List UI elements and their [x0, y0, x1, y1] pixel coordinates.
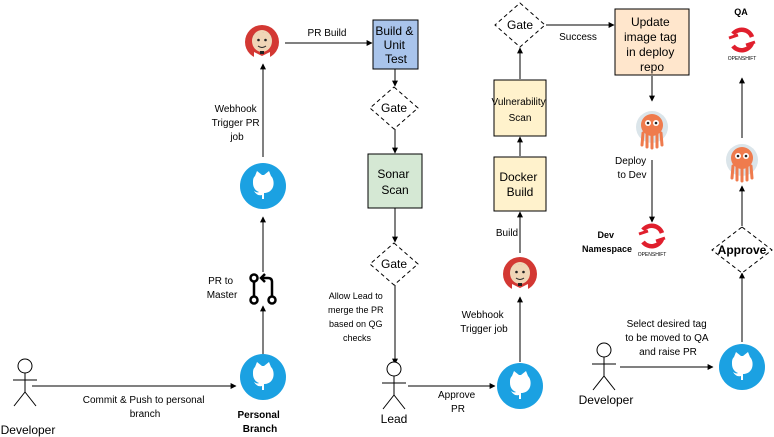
gate-label-1: Gate [381, 101, 407, 115]
docker-build-box [493, 156, 547, 212]
docker-build-label: Docker Build [499, 170, 540, 199]
gates: Gate Gate Gate Approve [369, 2, 773, 286]
argocd-octopus-icon [724, 142, 760, 183]
gate-diamond-3 [494, 2, 546, 48]
openshift-wordmark: OPENSHIFT [728, 56, 757, 62]
connectors [32, 22, 745, 389]
qa-label: QA [734, 7, 748, 17]
labels: Developer Lead Developer PR Build Webhoo… [1, 7, 749, 437]
gate-diamond-2 [369, 242, 419, 286]
gate-diamond-1 [369, 86, 419, 130]
approve-pr-label: Approve PR [438, 390, 478, 415]
webhook-trigger-pr-label: Webhook Trigger PR job [212, 104, 263, 143]
developer-right-label: Developer [579, 393, 634, 407]
update-image-tag-label: Update image tag in deploy repo [624, 15, 680, 74]
build-label: Build [496, 228, 518, 239]
select-tag-label: Select desired tag to be moved to QA and… [625, 319, 711, 358]
openshift-logo-icon [639, 226, 665, 246]
github-octocat-icon [240, 354, 286, 400]
approve-diamond [711, 226, 773, 274]
vulnerability-scan-label: Vulnerability Scan [492, 97, 549, 124]
commit-push-label: Commit & Push to personal branch [83, 395, 208, 420]
dev-namespace-label: Dev Namespace [582, 230, 632, 254]
sonar-scan-label: Sonar Scan [377, 167, 412, 197]
gate-label-2: Gate [381, 257, 407, 271]
gate-label-3: Gate [507, 18, 533, 32]
icons: OPENSHIFT OPENSHIFT [12, 24, 765, 410]
openshift-logo-icon [729, 30, 755, 50]
vulnerability-scan-box [493, 79, 547, 137]
stick-figure-icon [591, 342, 617, 391]
allow-lead-label: Allow Lead to merge the PR based on QG c… [328, 291, 386, 343]
github-octocat-icon [240, 163, 286, 209]
stick-figure-icon [12, 358, 38, 407]
approve-label: Approve [718, 243, 767, 257]
lead-label: Lead [381, 412, 408, 426]
git-pull-request-icon [249, 273, 277, 305]
build-unit-test-label: Build & Unit Test [375, 24, 416, 66]
process-boxes: Build & Unit Test Sonar Scan Docker Buil… [367, 8, 690, 212]
argocd-octopus-icon [634, 109, 670, 150]
pr-to-master-label: PR to Master [207, 276, 238, 301]
deploy-to-dev-label: Deploy to Dev [615, 156, 649, 181]
sonar-scan-box [367, 153, 423, 209]
github-octocat-icon [719, 344, 765, 390]
personal-branch-label: Personal Branch [237, 410, 282, 435]
success-label: Success [559, 32, 597, 43]
update-image-tag-box [614, 8, 690, 76]
openshift-wordmark: OPENSHIFT [638, 252, 667, 258]
github-octocat-icon [497, 363, 543, 409]
developer-left-label: Developer [1, 423, 56, 437]
stick-figure-icon [381, 361, 407, 410]
jenkins-butler-icon [244, 24, 280, 60]
pr-build-label: PR Build [308, 28, 347, 39]
build-unit-test-box [372, 19, 419, 70]
jenkins-butler-icon [502, 256, 538, 292]
webhook-trigger-label: Webhook Trigger job [460, 310, 508, 335]
